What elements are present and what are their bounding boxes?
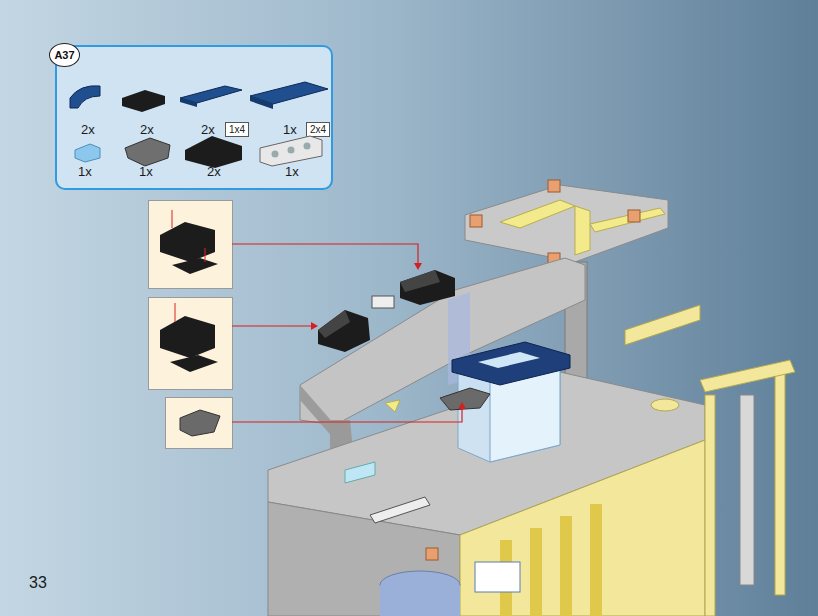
leader-line: [232, 325, 312, 326]
black-slope-top: [318, 310, 350, 338]
tile-1x4-icon: [180, 98, 197, 107]
chain: [740, 395, 754, 585]
yellow-tile: [500, 200, 575, 228]
black-plate: [172, 258, 218, 274]
logo-sign: [475, 562, 520, 592]
curved-slope-icon: [70, 86, 100, 108]
orange-light: [548, 180, 560, 192]
arrowheads: [311, 263, 466, 409]
quantity-label: 2x: [140, 123, 154, 137]
grille-panel: [370, 497, 430, 523]
black-slope-top: [400, 270, 440, 292]
size-tag: 2x4: [306, 122, 330, 137]
yellow-cylinder: [651, 399, 679, 411]
platform-plate: [465, 185, 668, 262]
scaffold-post: [705, 395, 715, 616]
substep-box: [166, 398, 233, 449]
orange-light: [426, 548, 438, 560]
assembly-arrow: [175, 303, 176, 322]
facade-stripe: [590, 504, 602, 616]
orange-light: [470, 215, 482, 227]
facade-stripe: [530, 528, 542, 616]
grille-panel-icon: [260, 136, 322, 166]
leader-line: [232, 408, 462, 422]
l-plate-icon: [122, 90, 165, 112]
grille-hole: [304, 143, 311, 150]
black-plate: [170, 355, 218, 372]
navy-frame: [452, 342, 570, 385]
small-panel: [372, 296, 394, 308]
size-label: 2x4: [310, 124, 326, 135]
blue-tank: [380, 585, 460, 616]
quantity-label: 1x: [139, 165, 153, 179]
page-number: 33: [29, 574, 47, 592]
placement-arrows: [232, 244, 462, 422]
black-slope: [160, 222, 215, 262]
new-parts: [318, 270, 490, 410]
frame-opening: [478, 352, 540, 368]
yellow-tile: [590, 208, 665, 232]
black-slope-icon: [185, 136, 242, 168]
grey-slope: [440, 388, 490, 410]
step-callout: A37: [49, 43, 80, 67]
facade-stripe: [560, 516, 572, 616]
yellow-facade: [460, 440, 705, 616]
right-scaffold: [625, 305, 795, 616]
arrowhead: [458, 402, 466, 409]
assembly-arrow: [172, 210, 173, 228]
scaffold-post: [775, 365, 785, 595]
scaffold-beam: [700, 360, 795, 392]
substep-box: [149, 201, 233, 289]
leader-line: [232, 244, 418, 264]
quantity-label: 1x: [283, 123, 297, 137]
tile-2x4-icon: [250, 82, 328, 104]
trans-slope-icon: [75, 144, 100, 162]
substep-boxes: [149, 201, 233, 449]
grey-slope-icon: [125, 138, 170, 166]
quantity-label: 2x: [207, 165, 221, 179]
black-slope: [318, 310, 370, 352]
substep-box: [149, 298, 233, 390]
trans-slope: [345, 462, 375, 483]
yellow-slope: [385, 400, 400, 412]
quantity-label: 2x: [201, 123, 215, 137]
grey-slope: [180, 410, 220, 436]
grille-hole: [272, 151, 279, 158]
black-slope: [400, 270, 455, 305]
tile-1x4-icon: [180, 86, 242, 103]
black-slope: [160, 316, 215, 358]
yellow-rail: [625, 305, 700, 345]
quantity-label: 1x: [285, 165, 299, 179]
arrowhead: [311, 322, 318, 330]
size-label: 1x4: [229, 124, 245, 135]
arrowhead: [414, 263, 422, 270]
yellow-tile: [575, 206, 590, 255]
tile-2x4-icon: [250, 96, 273, 109]
size-tag: 1x4: [225, 122, 249, 137]
grille-hole: [288, 147, 295, 154]
quantity-label: 1x: [78, 165, 92, 179]
deck-edge: [300, 385, 335, 440]
assembly-arrow: [205, 248, 206, 262]
quantity-label: 2x: [81, 123, 95, 137]
lower-wall: [268, 502, 460, 616]
orange-light: [628, 210, 640, 222]
